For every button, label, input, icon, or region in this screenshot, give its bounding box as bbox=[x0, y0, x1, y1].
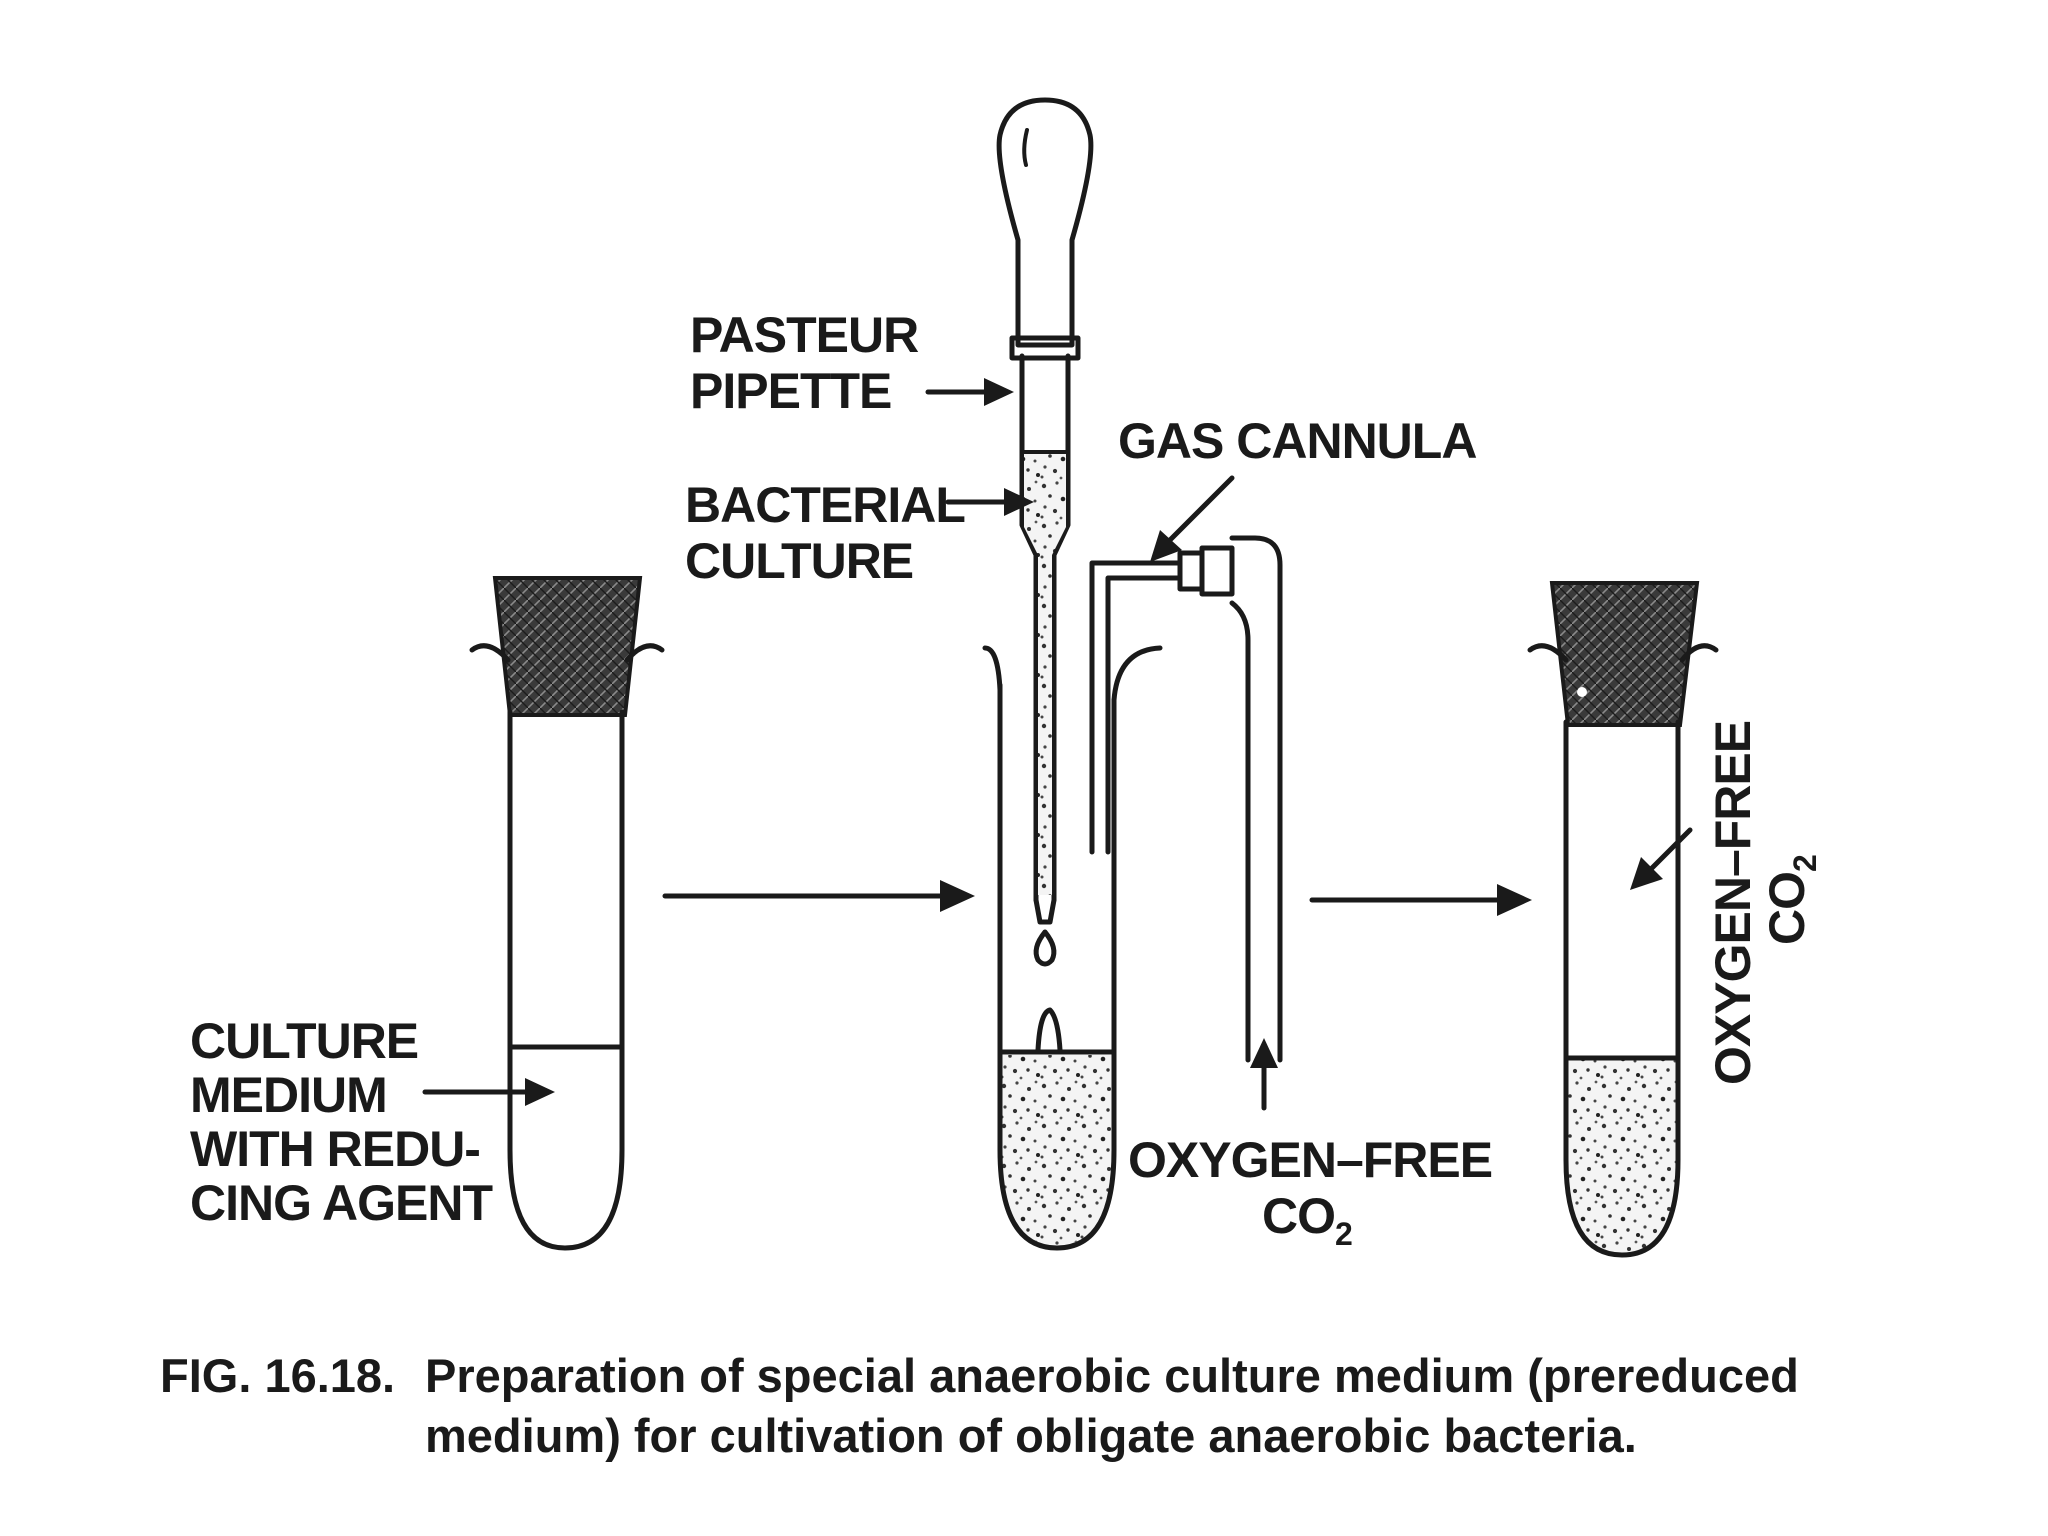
center-test-tube bbox=[982, 645, 1163, 1251]
right-oxygen-free-co2-label: OXYGEN–FREE CO2 bbox=[1705, 721, 1823, 1085]
svg-text:OXYGEN–FREE: OXYGEN–FREE bbox=[1705, 721, 1761, 1085]
co2-formula-label: CO2 bbox=[1262, 1188, 1352, 1252]
gas-cannula-label: GAS CANNULA bbox=[1118, 413, 1476, 469]
pasteur-pipette bbox=[996, 97, 1094, 967]
pipette-bulb bbox=[996, 97, 1094, 348]
center-tube-body bbox=[997, 682, 1117, 1251]
svg-text:CO2: CO2 bbox=[1759, 855, 1823, 945]
caption-line-2: medium) for cultivation of obligate anae… bbox=[425, 1409, 1637, 1462]
arrow-step-2 bbox=[1309, 884, 1532, 916]
right-test-tube bbox=[1527, 581, 1719, 1258]
bacterial-culture-label: BACTERIAL CULTURE bbox=[685, 477, 977, 589]
left-tube-body bbox=[507, 709, 625, 1251]
pasteur-pipette-arrow bbox=[925, 378, 1014, 406]
headspace-co2-arrow bbox=[1630, 827, 1693, 890]
left-rubber-stopper bbox=[492, 576, 643, 717]
caption-line-1: Preparation of special anaerobic culture… bbox=[425, 1349, 1799, 1402]
gas-cannula bbox=[1089, 535, 1283, 1063]
right-rubber-stopper bbox=[1549, 581, 1700, 727]
pasteur-pipette-label: PASTEUR PIPETTE bbox=[690, 307, 931, 419]
culture-medium-label: CULTURE MEDIUM WITH REDU- CING AGENT bbox=[190, 1013, 493, 1231]
figure-caption: FIG. 16.18. Preparation of special anaer… bbox=[160, 1349, 1799, 1462]
culture-medium-arrow bbox=[422, 1078, 555, 1106]
gas-cannula-arrow bbox=[1150, 475, 1235, 562]
arrow-step-1 bbox=[662, 880, 975, 912]
co2-inflow-arrow bbox=[1250, 1038, 1278, 1111]
oxygen-free-co2-label: OXYGEN–FREE bbox=[1128, 1132, 1492, 1188]
left-test-tube bbox=[469, 576, 665, 1251]
figure-number: FIG. 16.18. bbox=[160, 1349, 395, 1402]
bacterial-culture-arrow bbox=[945, 488, 1034, 516]
right-tube-body bbox=[1563, 719, 1681, 1258]
